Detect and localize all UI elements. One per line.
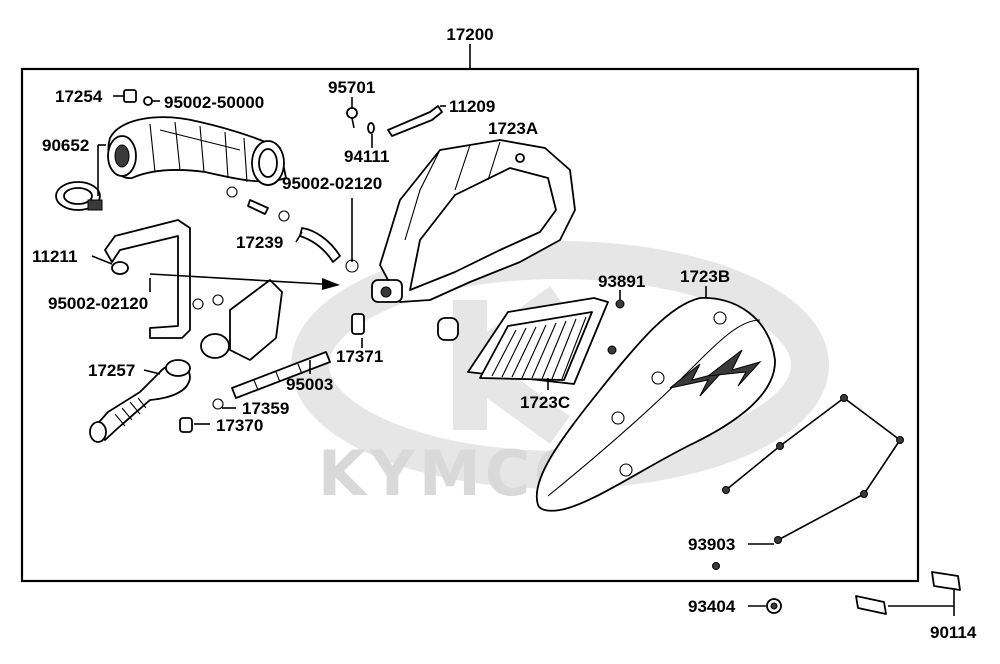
label-17370: 17370 bbox=[216, 416, 263, 435]
bolt-illustration bbox=[123, 89, 153, 106]
gasket-illustration bbox=[437, 317, 459, 341]
air-cleaner-cover-illustration bbox=[535, 297, 776, 512]
label-95701: 95701 bbox=[328, 78, 375, 97]
part-labels: 17200 17254 95002-50000 90652 95701 1120… bbox=[32, 25, 977, 642]
label-90652: 90652 bbox=[42, 136, 89, 155]
label-11209: 11209 bbox=[449, 97, 495, 116]
label-95002-02120-upper: 95002-02120 bbox=[282, 174, 382, 193]
joint-housing-illustration bbox=[192, 279, 283, 361]
label-90114: 90114 bbox=[930, 623, 977, 642]
intake-duct-illustration bbox=[107, 116, 287, 186]
label-93404: 93404 bbox=[688, 597, 736, 616]
label-1723B: 1723B bbox=[680, 267, 730, 286]
label-1723A: 1723A bbox=[488, 119, 538, 138]
label-93891: 93891 bbox=[598, 272, 645, 291]
label-17359: 17359 bbox=[242, 399, 289, 418]
label-17257: 17257 bbox=[88, 361, 135, 380]
label-95002-50000: 95002-50000 bbox=[164, 93, 264, 112]
hose-clamp-illustration bbox=[55, 181, 103, 211]
label-94111: 94111 bbox=[344, 147, 389, 166]
label-11211: 11211 bbox=[32, 247, 77, 266]
label-1723C: 1723C bbox=[520, 393, 570, 412]
label-95003: 95003 bbox=[286, 375, 333, 394]
drain-tube-illustration bbox=[231, 313, 365, 399]
clip-and-plug-illustration bbox=[179, 398, 224, 433]
install-arrow-head bbox=[322, 278, 340, 290]
install-arrow-line bbox=[149, 273, 323, 285]
leader-lines bbox=[91, 95, 955, 616]
breather-tube-illustration bbox=[104, 219, 191, 339]
drain-hose-illustration bbox=[226, 186, 359, 273]
label-17371: 17371 bbox=[336, 347, 383, 366]
label-17254: 17254 bbox=[55, 87, 103, 106]
air-cleaner-case-illustration bbox=[371, 139, 576, 303]
connecting-tube-illustration bbox=[89, 359, 191, 443]
label-17200: 17200 bbox=[446, 25, 493, 44]
mounting-hardware-illustration bbox=[766, 571, 961, 615]
label-95002-02120-lower: 95002-02120 bbox=[48, 294, 148, 313]
label-17239: 17239 bbox=[236, 233, 283, 252]
screws-93903-illustration bbox=[712, 394, 904, 570]
screw-illustration bbox=[346, 107, 375, 134]
label-93903: 93903 bbox=[688, 535, 735, 554]
filter-element-illustration bbox=[467, 297, 609, 385]
screws-93891-illustration bbox=[607, 299, 625, 355]
bracket-illustration bbox=[387, 105, 443, 137]
